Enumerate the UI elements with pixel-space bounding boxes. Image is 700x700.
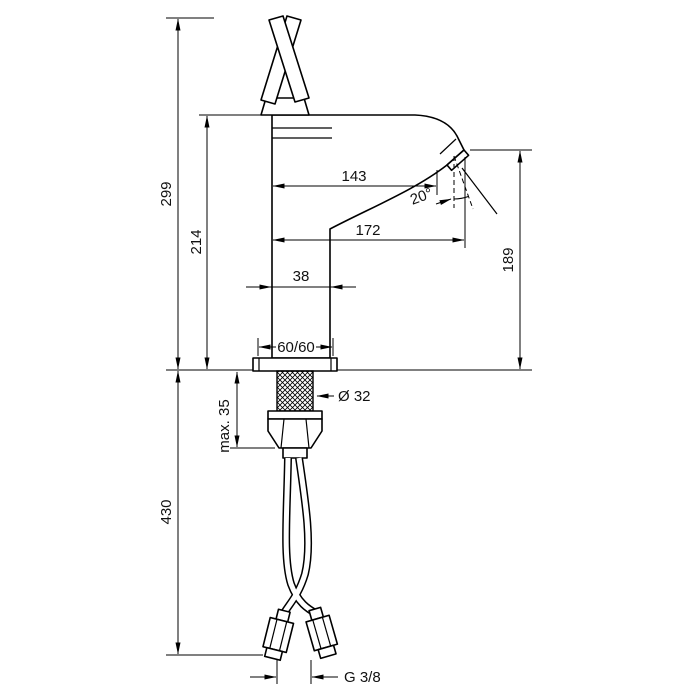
supply-hoses (280, 457, 319, 618)
dim-spout-reach-label: 143 (341, 168, 366, 185)
dim-hole-diameter-label: Ø 32 (338, 388, 371, 405)
angled-reference-line (453, 155, 474, 210)
handle-blade-right (268, 15, 310, 103)
hose-connector-left (262, 608, 295, 662)
spray-direction-line (461, 167, 498, 215)
dim-spray-angle-label: 20° (408, 185, 435, 209)
leader-angle-20 (435, 198, 452, 206)
dim-body-height-label: 214 (188, 229, 205, 254)
dim-total-reach-label: 172 (355, 222, 380, 239)
faucet-handle (260, 15, 310, 116)
dim-outlet-height-label: 189 (500, 247, 517, 272)
angle-arc (453, 195, 469, 200)
dimension-lines (175, 18, 523, 680)
aerator (439, 138, 498, 215)
threaded-shank (276, 370, 314, 412)
dim-max-thickness-label: max. 35 (216, 399, 233, 452)
hose-connector-right (305, 606, 339, 660)
extension-lines (166, 17, 532, 684)
dim-base-plate-label: 60/60 (277, 339, 315, 356)
dim-hose-length-label: 430 (158, 499, 175, 524)
base-plate (252, 357, 338, 372)
dim-body-width-label: 38 (293, 268, 310, 285)
dimension-labels: 299 214 430 189 143 172 38 60/60 Ø 32 ma… (158, 168, 517, 686)
dim-connection-thread-label: G 3/8 (344, 669, 381, 686)
dim-total-height-label: 299 (158, 181, 175, 206)
mounting-nut (267, 410, 323, 459)
